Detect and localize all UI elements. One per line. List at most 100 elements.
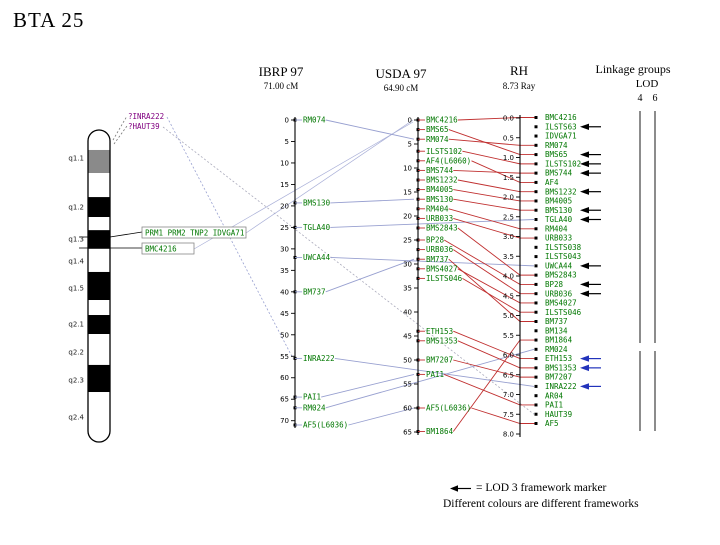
linkage-marker-dot [534,190,538,194]
map-marker-label: BP28 [426,236,445,245]
linkage-marker-dot [534,338,538,342]
axis-tick-label: 10 [280,159,289,167]
framework-arrow-icon [580,151,589,158]
linkage-marker-label: ILSTS046 [545,308,582,317]
linkage-marker-label: ILSTS102 [545,159,581,168]
linkage-marker-label: BM4005 [545,197,572,206]
rh-fan-link [457,117,536,121]
linkage-marker-label: UWCA44 [545,261,573,270]
chromosome-band [88,173,110,198]
map-marker-label: BM737 [426,255,449,264]
chromosome-band [88,315,110,335]
axis-tick-label: 30 [403,261,412,269]
framework-arrow-icon [580,160,589,168]
framework-arrow-icon [580,188,589,195]
linkage-marker-dot [534,125,538,129]
linkage-marker-label: PAI1 [545,401,563,410]
map-marker-label: RM404 [426,204,449,213]
lod-col-label: 4 [638,93,643,104]
cross-map-link [330,257,535,267]
map-marker-label: ILSTS102 [426,147,462,156]
rh-fan-link [448,138,536,146]
axis-tick-label: 55 [403,381,412,389]
framework-arrow-icon [580,383,589,390]
flag-marker-label: ?INRA222 [128,112,164,121]
rh-fan-link [462,278,536,313]
linkage-marker-dot [534,245,538,249]
band-label: q1.1 [68,155,84,163]
map-marker-label: AF4(L6060) [426,156,471,165]
linkage-marker-dot [534,403,538,407]
linkage-groups-title: Linkage groups [596,62,671,76]
linkage-marker-label: ILSTS043 [545,252,581,261]
map-marker-label: RM074 [303,116,326,125]
chromosome-band [88,217,110,231]
chromosome-band [88,364,110,393]
linkage-marker-dot [534,421,538,425]
linkage-marker-dot [534,329,538,333]
axis-tick-label: 65 [280,396,289,404]
linkage-marker-label: TGLA40 [545,215,573,224]
linkage-marker-dot [534,375,538,379]
linkage-marker-label: BMS1353 [545,363,577,372]
figure-title: BTA 25 [13,8,85,32]
axis-tick-label: 40 [280,288,289,296]
linkage-marker-label: BM1864 [545,336,573,345]
linkage-marker-dot [534,273,538,277]
axis-tick-label: 55 [280,353,289,361]
linkage-marker-dot [534,412,538,416]
map-marker-label: PAI1 [303,393,321,402]
linkage-marker-dot [534,301,538,305]
linkage-marker-label: BM134 [545,326,568,335]
linkage-marker-label: BMS130 [545,206,573,215]
map-marker-label: ILSTS046 [426,274,463,283]
map-marker-label: BMS1232 [426,176,458,185]
linkage-marker-dot [534,366,538,370]
linkage-marker-dot [534,217,538,221]
boxed-marker-label: PRM1 PRM2 TNP2 IDVGA71 [145,229,244,238]
chromosome-band [88,300,110,316]
band-label: q1.4 [68,258,84,266]
map-marker-label: URB033 [426,214,453,223]
chromosome-band [88,392,110,442]
linkage-marker-label: RM074 [545,141,568,150]
linkage-marker-dot [534,199,538,203]
axis-tick-label: 3.0 [503,233,514,241]
map-marker-label: AF5(L6036) [426,404,471,413]
axis-tick-label: 60 [403,405,412,413]
axis-tick-label: 1.0 [503,154,514,162]
map-marker-label: RM074 [426,135,449,144]
map-marker-label: RM024 [303,403,326,412]
axis-tick-label: 40 [403,309,412,317]
axis-tick-label: 4.0 [503,273,514,281]
axis-tick-label: 6.0 [503,352,514,360]
linkage-marker-dot [534,134,538,138]
map-marker-label: BMS1353 [426,336,458,345]
chromosome-band [88,248,110,272]
axis-tick-label: 45 [280,310,289,318]
linkage-marker-dot [534,292,538,296]
band-label: q2.1 [68,321,84,329]
rh-fan-link [452,339,536,432]
linkage-marker-label: BMS2843 [545,271,577,280]
axis-tick-label: 35 [403,285,412,293]
axis-tick-label: 25 [403,237,412,245]
band-label: q2.3 [68,376,84,384]
linkage-marker-label: BM7207 [545,373,572,382]
linkage-marker-label: BMS1232 [545,187,577,196]
linkage-marker-label: HAUT39 [545,410,572,419]
linkage-marker-dot [534,143,538,147]
chromosome-outline [87,129,111,443]
linkage-marker-dot [534,180,538,184]
axis-tick-label: 5 [285,138,289,146]
axis-tick-label: 20 [403,213,412,221]
linkage-marker-label: BP28 [545,280,564,289]
axis-tick-label: 4.5 [503,292,514,300]
axis-tick-label: 10 [403,165,412,173]
linkage-marker-dot [534,255,538,259]
map-length-label: 71.00 cM [264,81,299,91]
axis-tick-label: 0.0 [503,115,514,123]
linkage-marker-dot [534,208,538,212]
axis-tick-label: 8.0 [503,431,514,439]
